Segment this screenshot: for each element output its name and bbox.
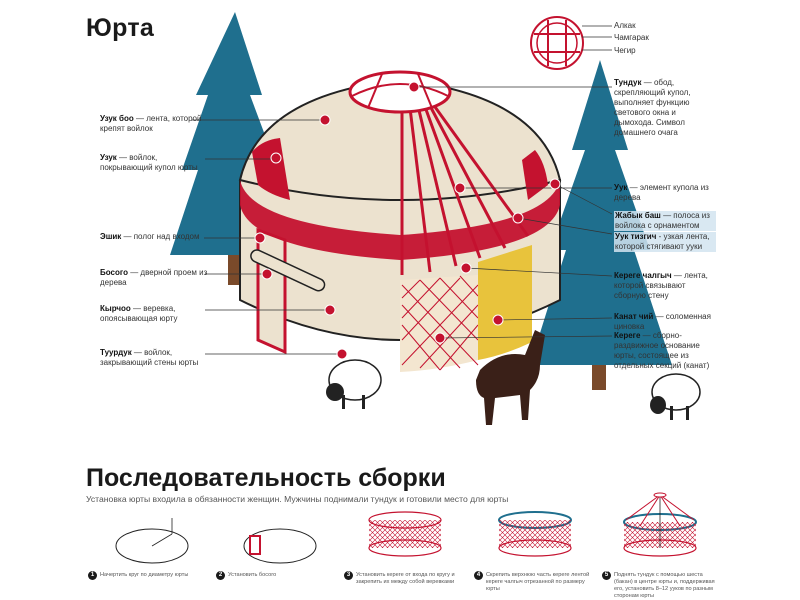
label-eshik: Эшик — полог над входом xyxy=(100,232,200,241)
step-4-number: 4 xyxy=(474,571,483,580)
step-5-number: 5 xyxy=(602,571,611,580)
step-2-caption: Установить босого xyxy=(228,572,277,578)
step-4-caption: Скрепить верхнюю часть кереге лентой кер… xyxy=(486,572,590,592)
assembly-step-5-illustration xyxy=(623,492,697,557)
left-markers xyxy=(254,114,348,360)
label-zhabyk-bash: Жабык баш — полоса из войлока с орнамент… xyxy=(614,211,716,231)
right-leader-lines xyxy=(415,86,613,339)
step-2-number: 2 xyxy=(216,571,225,580)
assembly-step-1-illustration xyxy=(115,518,189,564)
tunduk xyxy=(348,70,452,114)
step-3-caption: Установить кереге от входа по кругу и за… xyxy=(356,572,455,585)
label-uuk-tizgich: Уук тизгич - узкая лента, которой стягив… xyxy=(614,232,716,252)
label-uzuk-boo: Узук боо — лента, которой крепят войлок xyxy=(100,114,202,133)
step-1-caption: Начертить круг по диаметру юрты xyxy=(100,572,189,578)
label-kyrchoo: Кырчоо — веревка, опоясывающая юрту xyxy=(100,304,178,323)
label-kerege: Кереге — сборно-раздвижное основание юрт… xyxy=(614,331,710,370)
assembly-step-2-illustration xyxy=(243,528,317,564)
legend-alkak: Алкак xyxy=(614,21,636,30)
legend-chegir: Чегир xyxy=(614,46,636,55)
right-tree-icon xyxy=(530,60,672,390)
assembly-step-4-illustration xyxy=(498,511,572,557)
label-bosogo: Босого — дверной проем из дерева xyxy=(100,268,208,287)
label-uuk: Уук — элемент купола из дерева xyxy=(614,183,709,202)
left-leader-lines xyxy=(192,119,340,355)
label-tunduk: Тундук — обод, скрепляющий купол, выполн… xyxy=(614,78,691,137)
step-3-number: 3 xyxy=(344,571,353,580)
page-title: Юрта xyxy=(86,14,155,42)
step-5-caption: Поднять тундук с помощью шеста (бакан) в… xyxy=(614,572,715,599)
label-uzuk: Узук — войлок, покрывающий купол юрты xyxy=(100,153,198,172)
assembly-lead: Установка юрты входила в обязанности жен… xyxy=(86,494,509,504)
horse-icon xyxy=(476,330,545,425)
label-kerege-chalgych: Кереге чалгыч — лента, которой связывают… xyxy=(614,271,708,300)
assembly-step-3-illustration xyxy=(368,511,442,557)
legend-chamgarak: Чамгарак xyxy=(614,33,649,42)
right-markers xyxy=(408,81,561,344)
step-1-number: 1 xyxy=(88,571,97,580)
label-kanat-chiy: Канат чий — соломенная циновка xyxy=(614,312,711,331)
label-tuurduk: Туурдук — войлок, закрывающий стены юрты xyxy=(100,348,199,367)
assembly-title: Последовательность сборки xyxy=(86,464,446,492)
tunduk-detail-icon xyxy=(530,16,612,70)
sheep-icon xyxy=(326,359,382,409)
sheep-icon-right xyxy=(650,373,701,420)
kerege-lattice xyxy=(400,245,532,372)
